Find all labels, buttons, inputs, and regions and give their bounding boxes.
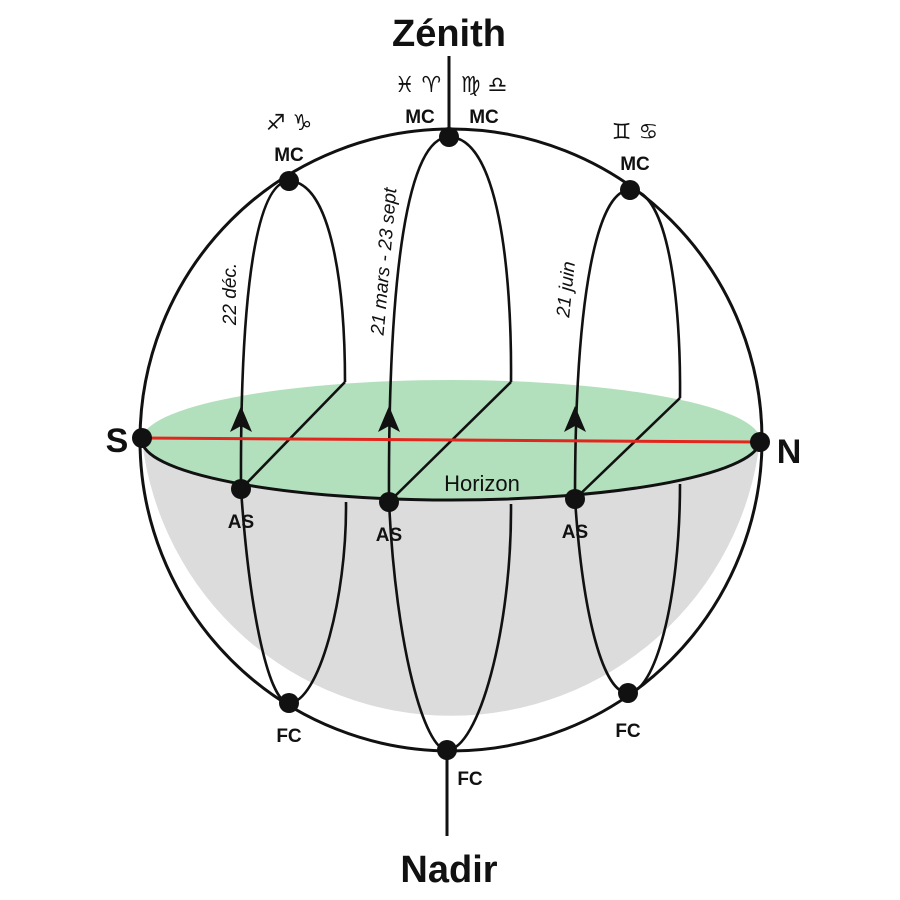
point-as-2 <box>379 492 399 512</box>
arrow-up-1 <box>230 406 252 432</box>
fc-label-3: FC <box>615 721 641 742</box>
signs-arc-1: ♐ ♑ <box>266 111 312 136</box>
fc-label-2: FC <box>457 769 483 790</box>
point-s <box>132 428 152 448</box>
point-as-3 <box>565 489 585 509</box>
point-fc-1 <box>279 693 299 713</box>
date-label-1: 22 déc. <box>220 263 241 326</box>
nadir-label: Nadir <box>400 849 497 891</box>
meridian-line <box>141 436 761 444</box>
horizon-label: Horizon <box>444 471 520 496</box>
as-label-2: AS <box>376 525 402 546</box>
point-as-1 <box>231 479 251 499</box>
signs-extra: ♍ ♎ <box>461 73 507 98</box>
arrow-up-3 <box>564 406 586 432</box>
mc-label-1: MC <box>274 145 304 166</box>
points <box>132 127 770 760</box>
lower-hemisphere <box>142 440 760 716</box>
point-mc-3 <box>620 180 640 200</box>
point-mc-1 <box>279 171 299 191</box>
mc-label-extra: MC <box>469 107 499 128</box>
point-n <box>750 432 770 452</box>
fc-label-1: FC <box>276 726 302 747</box>
point-mc-2 <box>439 127 459 147</box>
as-label-3: AS <box>562 522 588 543</box>
point-fc-3 <box>618 683 638 703</box>
mc-label-3: MC <box>620 154 650 175</box>
south-label: S <box>106 422 129 460</box>
arrow-up-2 <box>378 406 400 432</box>
horizon-front-edge <box>140 439 762 502</box>
date-label-2: 21 mars - 23 sept <box>368 186 402 337</box>
north-label: N <box>777 433 802 471</box>
date-label-3: 21 juin <box>553 260 580 319</box>
signs-arc-3: ♊ ♋ <box>612 120 658 145</box>
signs-arc-2: ♓ ♈ <box>395 73 441 98</box>
point-fc-2 <box>437 740 457 760</box>
as-label-1: AS <box>228 512 254 533</box>
zenith-label: Zénith <box>392 13 506 55</box>
mc-label-2: MC <box>405 107 435 128</box>
